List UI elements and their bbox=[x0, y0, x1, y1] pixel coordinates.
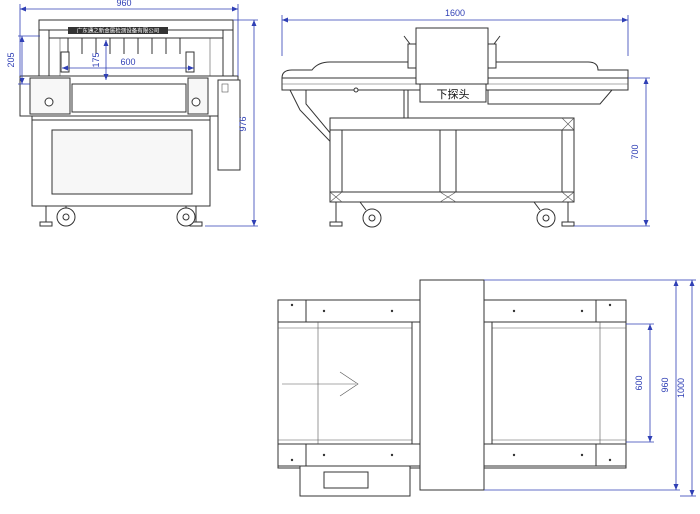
side-probe-box bbox=[419, 83, 487, 103]
front-bracket-right bbox=[185, 51, 195, 73]
front-head-right-post bbox=[222, 29, 234, 81]
front-feet bbox=[39, 206, 203, 227]
front-dim-upper-text: 205 bbox=[6, 52, 16, 67]
top-head-flange-left bbox=[411, 321, 421, 445]
top-dim-belt: 600 bbox=[626, 323, 654, 443]
top-head-flange-right bbox=[483, 321, 493, 445]
side-view: 下探头 bbox=[281, 8, 650, 228]
side-dim-length-text: 1600 bbox=[445, 8, 465, 18]
front-dim-height: 976 bbox=[205, 19, 258, 227]
front-dim-inner-w: 600 bbox=[62, 57, 194, 71]
side-head-flange-left bbox=[407, 43, 417, 69]
front-belt bbox=[71, 83, 187, 113]
side-center-post bbox=[439, 129, 457, 193]
side-right-slant bbox=[487, 89, 614, 105]
front-dim-upper: 205 bbox=[6, 35, 40, 85]
side-left-post bbox=[329, 129, 343, 193]
side-dim-length: 1600 bbox=[281, 8, 629, 56]
top-bolts bbox=[290, 303, 612, 462]
front-dim-height-text: 976 bbox=[238, 116, 248, 131]
side-feet bbox=[329, 201, 575, 228]
top-end-block-br bbox=[595, 443, 627, 467]
front-dim-inner-w-text: 600 bbox=[120, 57, 135, 67]
front-roller-right bbox=[191, 97, 201, 107]
side-detector-head bbox=[415, 27, 489, 85]
side-cross-braces bbox=[329, 117, 575, 203]
top-detector-head bbox=[419, 279, 485, 491]
top-dim-total-text: 1000 bbox=[676, 378, 686, 398]
front-maker-label: 广东通之新金属检测设备有限公司 bbox=[77, 27, 160, 35]
side-guard-knob bbox=[353, 87, 359, 93]
top-view: 600 960 1000 bbox=[277, 279, 696, 497]
side-head-handles bbox=[403, 35, 501, 45]
top-dim-frame: 960 bbox=[484, 279, 680, 491]
front-dim-inner-h-text: 175 bbox=[91, 52, 101, 67]
front-dim-inner-h: 175 bbox=[91, 40, 109, 80]
top-control-panel bbox=[323, 471, 369, 489]
side-dim-height: 700 bbox=[574, 77, 650, 227]
front-roller-left bbox=[44, 97, 54, 107]
front-comb bbox=[67, 38, 181, 54]
front-left-box bbox=[29, 77, 71, 115]
top-dim-belt-text: 600 bbox=[634, 375, 644, 390]
front-view: 广东通之新金属检测设备有限公司 960 976 205 bbox=[6, 0, 258, 227]
front-dim-width-text: 960 bbox=[116, 0, 131, 8]
front-bracket-left bbox=[60, 51, 70, 73]
front-maker-plate bbox=[68, 27, 168, 34]
top-end-block-tl bbox=[277, 299, 307, 323]
top-dim-total: 1000 bbox=[676, 279, 696, 497]
top-end-block-bl bbox=[277, 443, 307, 467]
side-probe-label: 下探头 bbox=[437, 88, 470, 101]
front-dim-width: 960 bbox=[19, 0, 239, 76]
side-dim-height-text: 700 bbox=[630, 144, 640, 159]
front-switch bbox=[221, 83, 229, 93]
top-dim-frame-text: 960 bbox=[660, 377, 670, 392]
top-end-block-tr bbox=[595, 299, 627, 323]
side-right-post bbox=[561, 129, 575, 193]
front-right-box bbox=[187, 77, 209, 115]
front-base-panel bbox=[51, 129, 193, 195]
top-flow-arrow bbox=[282, 371, 359, 397]
front-control-box bbox=[217, 79, 241, 171]
side-head-flange-right bbox=[487, 43, 497, 69]
